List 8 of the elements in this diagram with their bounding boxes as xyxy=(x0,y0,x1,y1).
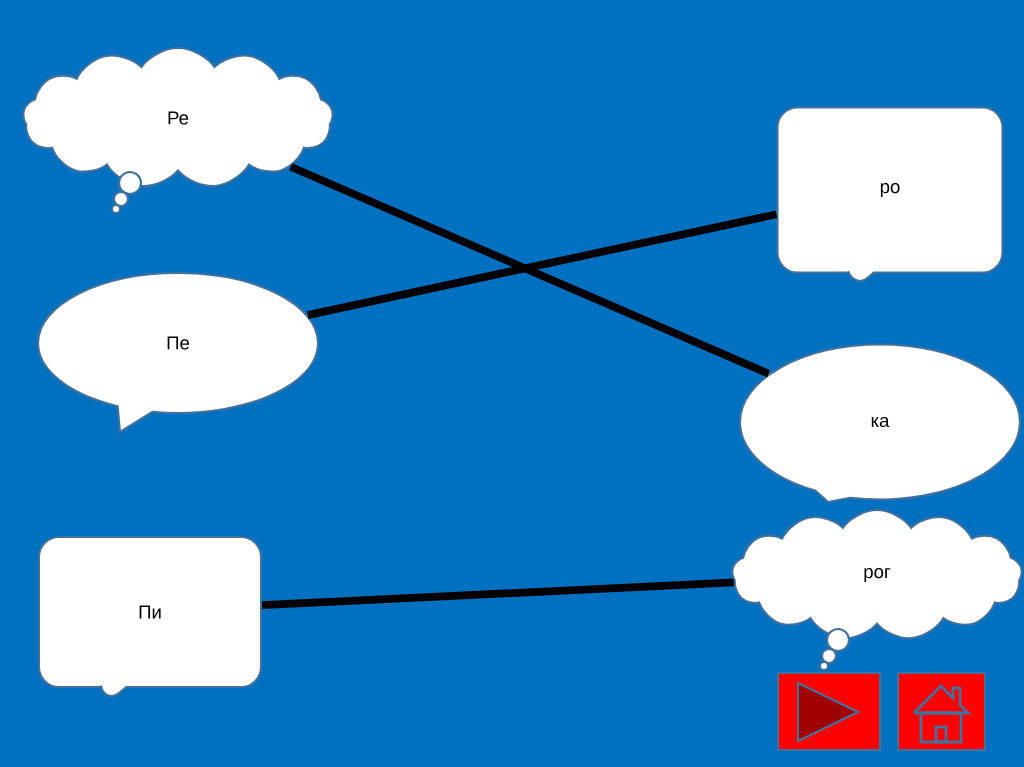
speech-bubble: ка xyxy=(738,343,1022,504)
thought-cloud: рог xyxy=(731,508,1023,672)
speech-bubble: Пи xyxy=(37,535,263,697)
connector-line xyxy=(306,210,778,319)
speech-bubble: ро xyxy=(776,106,1004,282)
speech-bubble: Пе xyxy=(36,271,320,434)
thought-cloud: Ре xyxy=(22,46,334,215)
connector-line xyxy=(289,163,771,378)
